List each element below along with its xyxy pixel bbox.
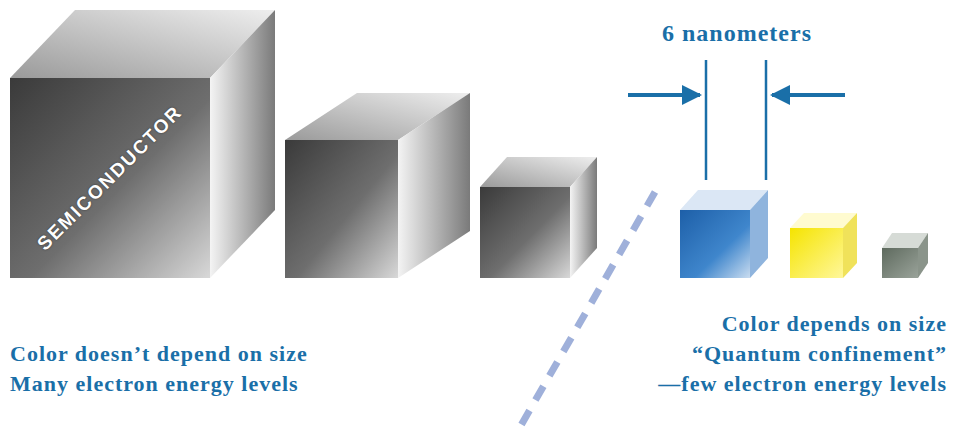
cube-face xyxy=(790,228,843,278)
caption-text: Color doesn’t depend on size xyxy=(10,342,308,366)
cube-face xyxy=(285,140,398,278)
cube-face xyxy=(882,248,918,278)
cube-face xyxy=(570,157,597,278)
caption-text: “Quantum confinement” xyxy=(692,342,947,366)
cube-face xyxy=(750,190,768,278)
cube-face xyxy=(398,93,470,278)
cube-face xyxy=(680,210,750,278)
semiconductor-cube: SEMICONDUCTOR xyxy=(10,78,210,278)
cube-label: SEMICONDUCTOR xyxy=(33,101,187,255)
cube-face xyxy=(210,10,275,278)
caption-text: Color depends on size xyxy=(722,312,947,336)
caption-text: —few electron energy levels xyxy=(658,372,947,396)
caption-text: Many electron energy levels xyxy=(10,372,299,396)
cube-face xyxy=(843,213,857,278)
dimension-label: 6 nanometers xyxy=(662,20,812,46)
cube-face xyxy=(10,78,210,278)
cube-face xyxy=(480,187,570,278)
cube-face xyxy=(918,233,928,278)
